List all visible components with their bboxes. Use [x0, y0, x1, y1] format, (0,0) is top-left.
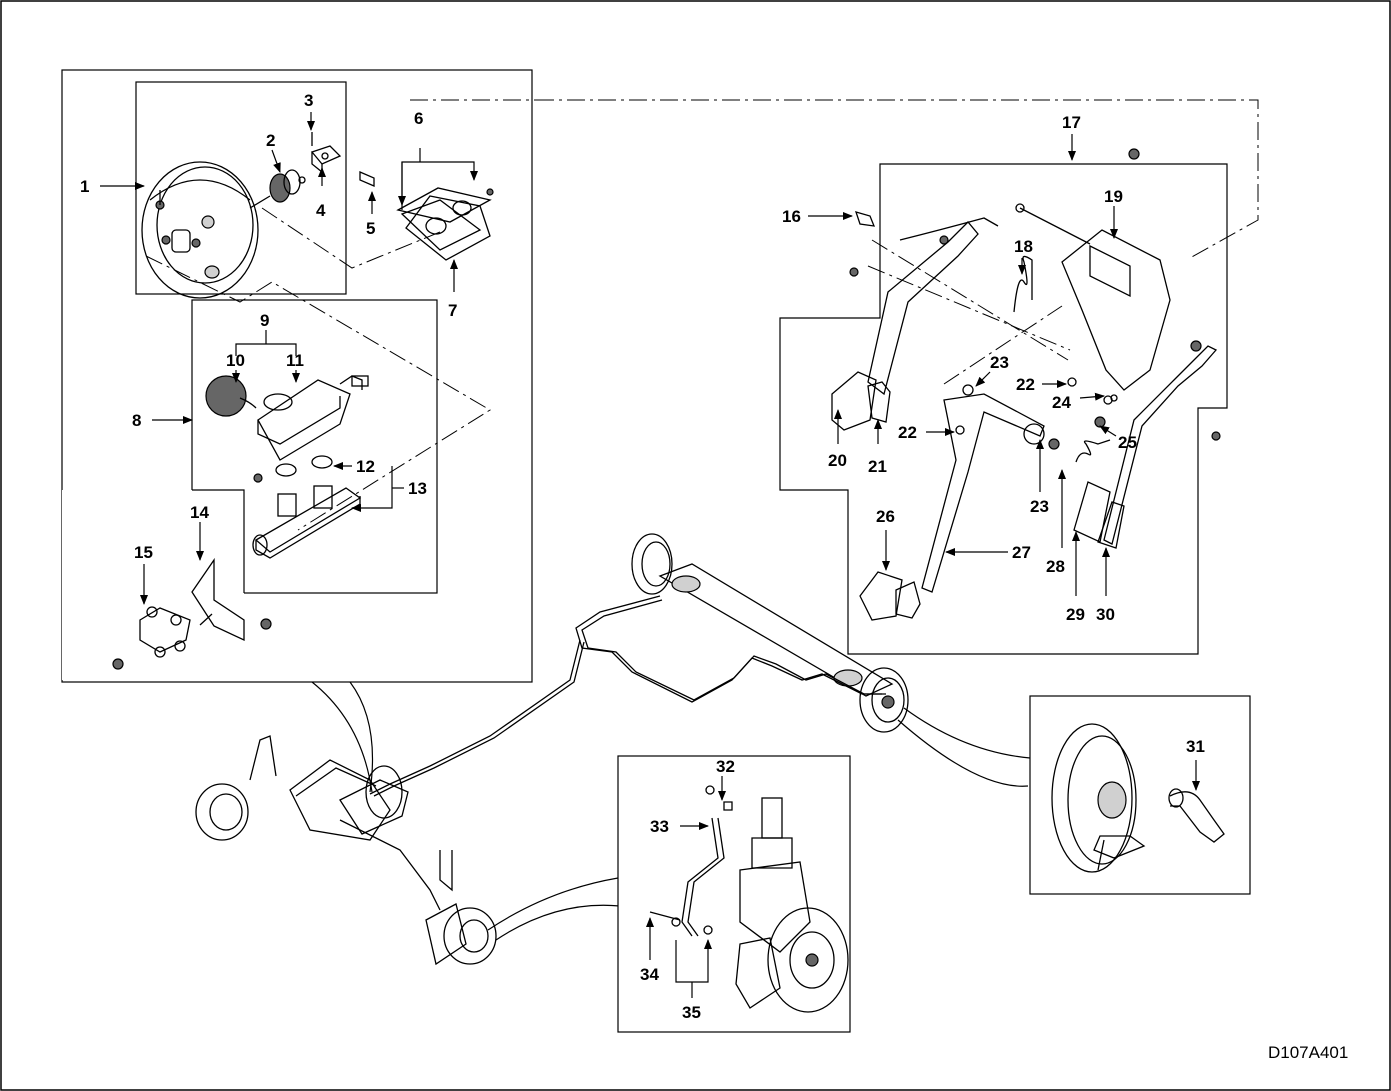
figure-reference-code: D107A401 — [1268, 1043, 1348, 1062]
brake-pedal-illustration — [859, 377, 1077, 621]
connector-line — [897, 719, 1029, 787]
proportioning-valve-illustration — [112, 557, 272, 670]
callout-29: 29 — [1066, 605, 1085, 624]
booster-filter-illustration — [269, 169, 306, 203]
pedal-bracket-illustration — [849, 148, 1221, 441]
vehicle-brake-lines-illustration — [195, 533, 909, 966]
connector-line — [495, 904, 621, 941]
callout-4: 4 — [316, 201, 326, 220]
front-strut-detail-group — [617, 755, 851, 1033]
accelerator-pedal-illustration — [1073, 345, 1218, 549]
connector-line — [487, 877, 619, 931]
spacer-gasket-illustration — [396, 187, 494, 261]
callout-23b: 23 — [1030, 497, 1049, 516]
return-spring-illustration — [1013, 255, 1033, 313]
callout-28: 28 — [1046, 557, 1065, 576]
reservoir-illustration — [205, 375, 369, 461]
callout-labels: 1 2 3 4 5 6 7 8 9 10 11 12 13 14 15 16 1… — [80, 91, 1205, 1022]
callout-1: 1 — [80, 177, 89, 196]
callout-3: 3 — [304, 91, 313, 110]
callout-17: 17 — [1062, 113, 1081, 132]
callout-22a: 22 — [1016, 375, 1035, 394]
callout-33: 33 — [650, 817, 669, 836]
callout-25: 25 — [1118, 433, 1137, 452]
callout-24: 24 — [1052, 393, 1071, 412]
callout-19: 19 — [1104, 187, 1123, 206]
callout-13: 13 — [408, 479, 427, 498]
pedal-assembly-group — [410, 99, 1259, 655]
callout-20: 20 — [828, 451, 847, 470]
brake-light-switch-illustration — [854, 211, 876, 227]
callout-15: 15 — [134, 543, 153, 562]
callout-10: 10 — [226, 351, 245, 370]
callout-5: 5 — [366, 219, 375, 238]
callout-35: 35 — [682, 1003, 701, 1022]
callout-8: 8 — [132, 411, 141, 430]
callout-26: 26 — [876, 507, 895, 526]
callout-14: 14 — [190, 503, 209, 522]
callout-2: 2 — [266, 131, 275, 150]
leader-lines — [100, 112, 1200, 998]
callout-7: 7 — [448, 301, 457, 320]
callout-22b: 22 — [898, 423, 917, 442]
brake-spring-illustration — [1075, 439, 1111, 463]
connector-line — [903, 707, 1031, 759]
callout-30: 30 — [1096, 605, 1115, 624]
callout-16: 16 — [782, 207, 801, 226]
rear-drum-detail-group — [1029, 695, 1251, 895]
callout-21: 21 — [868, 457, 887, 476]
callout-23a: 23 — [990, 353, 1009, 372]
master-cylinder-group — [61, 69, 533, 683]
callout-9: 9 — [260, 311, 269, 330]
callout-18: 18 — [1014, 237, 1033, 256]
callout-11: 11 — [286, 351, 304, 370]
master-cylinder-illustration — [252, 455, 362, 559]
callout-27: 27 — [1012, 543, 1031, 562]
callout-32: 32 — [716, 757, 735, 776]
clutch-pedal-illustration — [831, 217, 999, 431]
callout-31: 31 — [1186, 737, 1205, 756]
brake-booster-illustration — [141, 161, 271, 299]
callout-34: 34 — [640, 965, 659, 984]
connector-line — [349, 681, 374, 793]
connector-line — [311, 681, 373, 793]
callout-12: 12 — [356, 457, 375, 476]
callout-6: 6 — [414, 109, 423, 128]
